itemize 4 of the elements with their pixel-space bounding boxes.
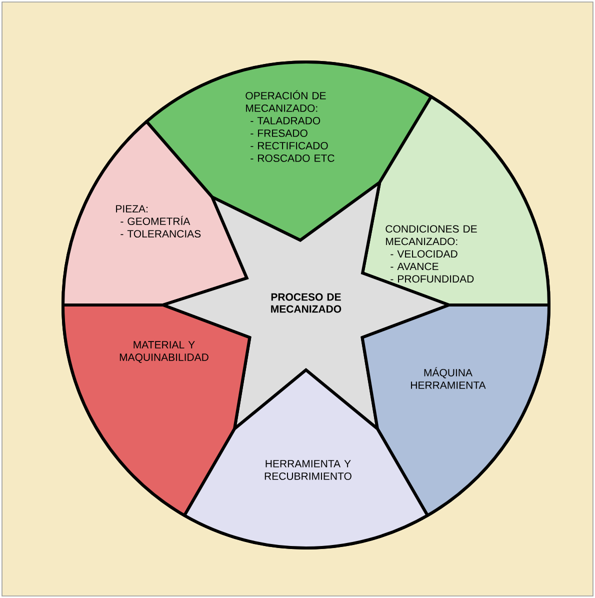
pie-segment: MÁQUINA HERRAMIENTA [360,304,550,517]
pie-segment: PIEZA: - GEOMETRÍA - TOLERANCIAS [62,120,248,306]
pie-segment: CONDICIONES DE MECANIZADO: - VELOCIDAD - AVANCE - PROFUNDIDAD [361,95,550,306]
pie-segment: MATERIAL Y MAQUINABILIDAD [62,304,252,517]
